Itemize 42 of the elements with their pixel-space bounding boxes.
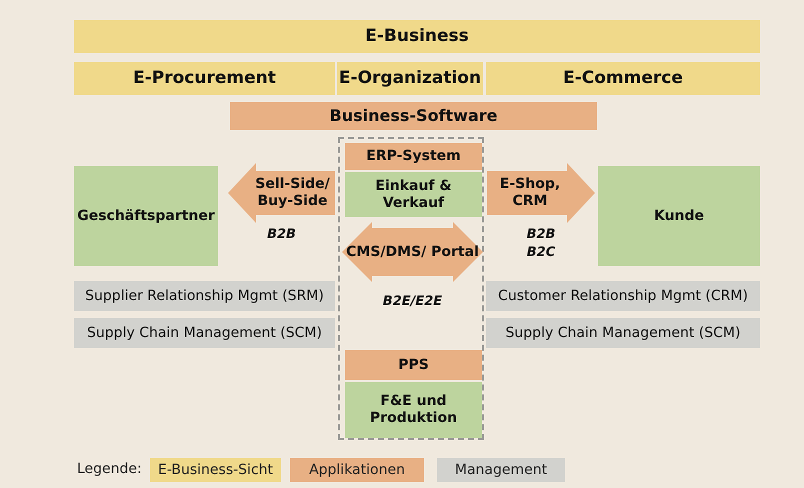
node-label: ERP-System xyxy=(366,148,461,165)
process-box xyxy=(345,172,482,217)
node-label: Business-Software xyxy=(330,106,498,126)
node-label: Kunde xyxy=(654,208,704,224)
view-band xyxy=(337,62,483,95)
legend-label: Applikationen xyxy=(309,462,405,478)
application-band xyxy=(230,102,597,130)
relation-label: B2B xyxy=(526,227,556,242)
partner-box xyxy=(74,166,218,266)
relation-label: B2C xyxy=(526,245,556,260)
legend-label: E-Business-Sicht xyxy=(158,462,274,478)
relation-label: B2B xyxy=(266,227,297,242)
management-band xyxy=(74,318,335,348)
node-label: E-Procurement xyxy=(133,68,276,89)
view-band xyxy=(74,20,760,53)
node-label: Customer Relationship Mgmt (CRM) xyxy=(498,288,748,304)
node-label: Sell-Side/ Buy-Side xyxy=(254,176,331,210)
node-label: E-Shop, CRM xyxy=(498,176,562,210)
management-band xyxy=(486,318,760,348)
customer-box xyxy=(598,166,760,266)
view-band xyxy=(486,62,760,95)
legend-title: Legende: xyxy=(77,461,142,477)
application-box xyxy=(345,350,482,380)
view-band xyxy=(74,62,335,95)
management-band xyxy=(74,281,335,311)
node-label: Einkauf & Verkauf xyxy=(374,178,453,212)
node-label: E-Business xyxy=(365,26,469,47)
node-label: Supply Chain Management (SCM) xyxy=(506,324,740,342)
relation-label: B2E/E2E xyxy=(382,294,444,309)
management-band xyxy=(486,281,760,311)
node-label: PPS xyxy=(398,356,429,374)
node-label: E-Commerce xyxy=(563,68,683,89)
node-label: Supplier Relationship Mgmt (SRM) xyxy=(85,288,324,304)
node-label: F&E und Produktion xyxy=(368,393,458,427)
node-label: CMS/DMS/ Portal xyxy=(346,244,479,260)
process-box xyxy=(345,382,482,438)
node-label: E-Organization xyxy=(338,68,482,89)
dashed-container xyxy=(338,137,484,440)
application-box xyxy=(345,143,482,170)
legend-label: Management xyxy=(454,462,548,478)
node-label: Supply Chain Management (SCM) xyxy=(87,324,322,342)
node-label: Geschäftspartner xyxy=(77,208,215,224)
